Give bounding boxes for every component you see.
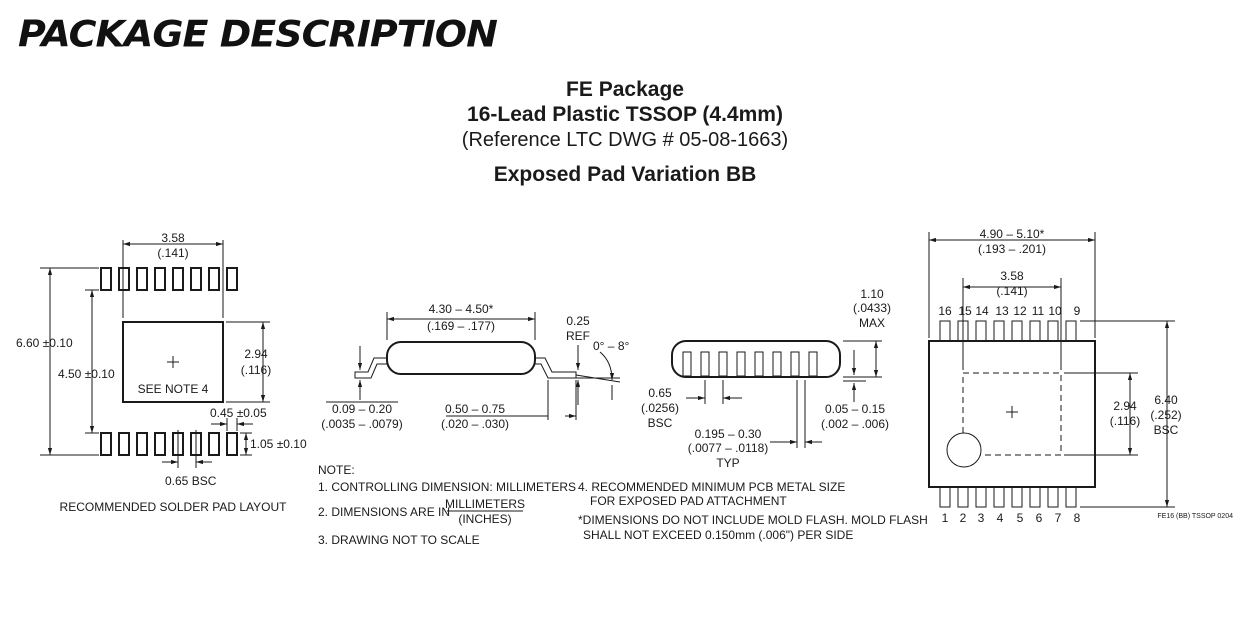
dim-foot-length: 0.50 – 0.75 <box>445 402 505 416</box>
see-note-label: SEE NOTE 4 <box>138 382 209 396</box>
note-1: 1. CONTROLLING DIMENSION: MILLIMETERS <box>318 480 576 494</box>
dim-lead-span-bsc: BSC <box>1154 423 1179 437</box>
dim-pad-height: 2.94 <box>244 347 268 361</box>
note-5a: *DIMENSIONS DO NOT INCLUDE MOLD FLASH. M… <box>578 513 928 527</box>
side-leads <box>682 351 818 377</box>
pin-number: 9 <box>1074 304 1081 318</box>
dim-standoff: 0.05 – 0.15 <box>825 402 885 416</box>
dim-lead-span: 6.40 <box>1154 393 1178 407</box>
dim-body-length: 4.30 – 4.50* <box>429 302 494 316</box>
pin-number: 2 <box>960 511 967 525</box>
note-2-prefix: 2. DIMENSIONS ARE IN <box>318 505 450 519</box>
note-3: 3. DRAWING NOT TO SCALE <box>318 533 480 547</box>
bottom-pin-numbers: 1 2 3 4 5 6 7 8 <box>942 511 1081 525</box>
bottom-pad-row <box>100 432 238 456</box>
side-view-width: 1.10 (.0433) MAX 0.65 (.0256) BSC 0.05 –… <box>641 287 891 470</box>
dim-lead-thickness: 0.09 – 0.20 <box>332 402 392 416</box>
dim-body-length-in: (.169 – .177) <box>427 319 495 333</box>
package-type: 16-Lead Plastic TSSOP (4.4mm) <box>467 103 783 126</box>
pin-number: 6 <box>1036 511 1043 525</box>
dim-lead-pitch: 0.65 <box>648 386 672 400</box>
top-view: 4.90 – 5.10* (.193 – .201) 3.58 (.141) 2… <box>928 227 1233 525</box>
pin-number: 7 <box>1055 511 1062 525</box>
pin-number: 11 <box>1032 304 1045 318</box>
pin-number: 4 <box>997 511 1004 525</box>
pin-number: 3 <box>978 511 985 525</box>
dim-lead-pitch-in: (.0256) <box>641 401 679 415</box>
dim-exposed-pad-width: 3.58 <box>1000 269 1024 283</box>
dim-standoff-in: (.002 – .006) <box>821 417 889 431</box>
solder-pad-layout: 3.58 (.141) 6.60 ±0.10 4.50 ±0.10 2.94 (… <box>16 231 307 514</box>
pad-variation: Exposed Pad Variation BB <box>493 163 757 186</box>
notes: NOTE: 1. CONTROLLING DIMENSION: MILLIMET… <box>318 463 928 547</box>
dim-exposed-pad-height-in: (.116) <box>1110 414 1140 428</box>
note-4a: 4. RECOMMENDED MINIMUM PCB METAL SIZE <box>578 480 845 494</box>
note-2-denominator: (INCHES) <box>458 512 511 526</box>
top-pad-row <box>100 267 238 291</box>
note-4b: FOR EXPOSED PAD ATTACHMENT <box>590 494 787 508</box>
dim-land-width: 0.45 ±0.05 <box>210 406 267 420</box>
ref-label: REF <box>566 329 590 343</box>
package-name: FE Package <box>566 78 684 101</box>
notes-header: NOTE: <box>318 463 355 477</box>
dim-lead-span-in: (.252) <box>1150 408 1181 422</box>
dim-pitch: 0.65 BSC <box>165 474 217 488</box>
dim-total-height: 6.60 ±0.10 <box>16 336 73 350</box>
dim-body-width-in: (.193 – .201) <box>978 242 1046 256</box>
dim-lead-pitch-bsc: BSC <box>648 416 673 430</box>
pin-number: 16 <box>938 304 952 318</box>
dim-max-height-in: (.0433) <box>853 301 891 315</box>
dim-pad-width-in: (.141) <box>157 246 188 260</box>
pin-number: 10 <box>1048 304 1062 318</box>
dim-pad-height-in: (.116) <box>241 363 271 377</box>
dim-pad-width: 3.58 <box>161 231 185 245</box>
side-view-length: 4.30 – 4.50* (.169 – .177) 0.25 REF 0° –… <box>321 302 629 431</box>
dim-lead-width: 0.195 – 0.30 <box>695 427 762 441</box>
lead-angle: 0° – 8° <box>593 339 629 353</box>
dim-exposed-pad-width-in: (.141) <box>996 284 1027 298</box>
dim-lead-thickness-in: (.0035 – .0079) <box>321 417 402 431</box>
bottom-leads <box>939 486 1077 508</box>
pin-number: 14 <box>975 304 989 318</box>
pin-number: 8 <box>1074 511 1081 525</box>
dim-lead-width-typ: TYP <box>716 456 739 470</box>
pin1-indicator <box>946 432 982 468</box>
pin-number: 5 <box>1017 511 1024 525</box>
pin-number: 12 <box>1013 304 1027 318</box>
pin-number: 1 <box>942 511 949 525</box>
pin-number: 15 <box>958 304 972 318</box>
dim-land-height: 1.05 ±0.10 <box>250 437 307 451</box>
dim-lead-width-in: (.0077 – .0118) <box>688 441 769 455</box>
reference-drawing: (Reference LTC DWG # 05-08-1663) <box>461 129 789 151</box>
dim-exposed-pad-height: 2.94 <box>1113 399 1137 413</box>
top-pin-numbers: 16 15 14 13 12 11 10 9 <box>938 304 1080 318</box>
pin-number: 13 <box>995 304 1009 318</box>
top-leads <box>939 320 1077 342</box>
note-2-numerator: MILLIMETERS <box>445 497 525 511</box>
dim-inner-height: 4.50 ±0.10 <box>58 367 115 381</box>
ref-value: 0.25 <box>566 314 590 328</box>
dim-foot-length-in: (.020 – .030) <box>441 417 509 431</box>
pad-layout-caption: RECOMMENDED SOLDER PAD LAYOUT <box>60 500 288 514</box>
drawing-code: FE16 (BB) TSSOP 0204 <box>1157 513 1233 520</box>
page-heading: PACKAGE DESCRIPTION <box>18 13 498 55</box>
note-5b: SHALL NOT EXCEED 0.150mm (.006") PER SID… <box>583 528 853 542</box>
dim-max-height: 1.10 <box>860 287 884 301</box>
dim-body-width: 4.90 – 5.10* <box>980 227 1045 241</box>
dim-max-label: MAX <box>859 316 885 330</box>
